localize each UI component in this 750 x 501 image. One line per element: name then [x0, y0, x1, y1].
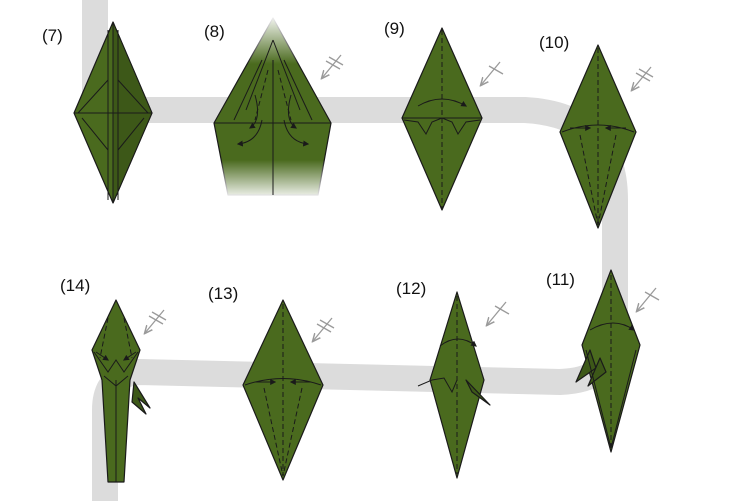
step-9-label: (9) — [384, 19, 405, 38]
step-10-dash — [597, 134, 617, 226]
repeat-arrow-icon — [637, 287, 660, 311]
step-13-label: (13) — [208, 284, 239, 303]
step-12-model — [417, 291, 491, 479]
step-10-crease — [561, 124, 635, 133]
repeat-double-arrow-icon — [313, 317, 335, 341]
step-11-label: (11) — [546, 270, 575, 289]
step-13-crease — [244, 378, 322, 386]
step-8-arrow — [283, 119, 310, 147]
step-11-model — [575, 269, 641, 453]
step-9-crease — [403, 117, 443, 135]
step-11-flap — [575, 349, 597, 383]
step-11-crease — [610, 349, 637, 449]
step-7-crease — [117, 117, 145, 151]
repeat-arrow-icon — [481, 61, 504, 85]
step-9-arrow — [417, 98, 468, 107]
step-11-arrow — [589, 322, 635, 331]
repeat-double-arrow-icon — [632, 66, 654, 90]
step-14-crease — [103, 375, 129, 387]
step-10-label: (10) — [539, 33, 570, 52]
step-12-crease — [417, 379, 433, 387]
repeat-double-arrow-icon — [322, 54, 344, 78]
step-14-dash — [99, 317, 109, 359]
step-8-crease — [245, 39, 274, 111]
step-14-label: (14) — [60, 276, 91, 295]
step-9-model — [401, 27, 483, 211]
step-7-crease — [77, 79, 109, 114]
step-8-label: (8) — [204, 22, 225, 41]
step-13-model — [242, 299, 324, 481]
step-14-arrow — [123, 351, 137, 361]
step-11-flap — [587, 357, 607, 387]
step-12-label: (12) — [396, 279, 427, 298]
step-10-dash — [579, 134, 599, 226]
step-13-diamond — [242, 299, 324, 481]
step-8-crease — [283, 59, 313, 121]
step-11-diamond — [581, 269, 641, 453]
step-8-model — [210, 14, 336, 200]
step-8-crease — [233, 59, 263, 121]
step-8-arrow — [287, 94, 297, 129]
repeat-double-arrow-icon — [145, 309, 167, 333]
step-7-crease — [81, 117, 109, 151]
step-14-dash — [123, 317, 133, 359]
step-8-fade-top — [210, 14, 336, 64]
step-7-model — [73, 21, 153, 204]
step-14-spike — [131, 381, 151, 415]
step-14-crease — [93, 351, 139, 373]
step-12-crease — [431, 377, 458, 394]
step-12-arrow — [439, 338, 477, 347]
step-7-crease — [117, 79, 149, 114]
step-14-arrow — [95, 351, 109, 361]
step-13-dash — [263, 387, 284, 477]
step-11-crease — [585, 349, 612, 449]
step-8-arrow — [236, 119, 263, 147]
step-8-arrow — [249, 94, 259, 129]
step-10-model — [559, 44, 637, 229]
step-13-dash — [282, 387, 303, 477]
step-9-crease — [441, 117, 481, 135]
step-7-label: (7) — [42, 26, 63, 45]
repeat-arrow-icon — [487, 301, 510, 325]
sequence-path — [82, 0, 628, 501]
step-14-model — [91, 299, 151, 483]
step-12-flap — [465, 379, 491, 406]
step-8-crease — [272, 39, 301, 111]
